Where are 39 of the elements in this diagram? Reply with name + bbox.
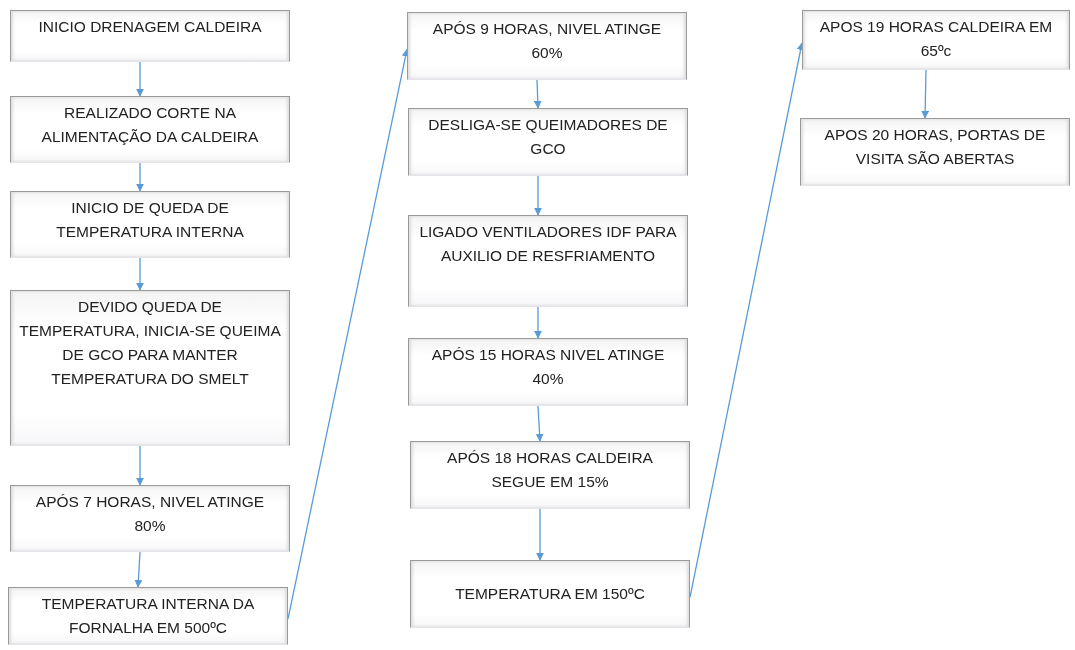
process-box (10, 290, 290, 446)
process-box (407, 12, 687, 80)
process-box (408, 215, 688, 307)
step-text: APÓS 7 HORAS, NIVEL ATINGE 80% (34, 492, 266, 536)
process-box (408, 338, 688, 406)
arrow (534, 175, 542, 216)
arrow (136, 61, 144, 97)
arrow (136, 257, 144, 291)
process-box (10, 96, 290, 163)
process-box (10, 485, 290, 552)
process-box (800, 118, 1070, 186)
process-box (408, 108, 688, 176)
step-text: INICIO DE QUEDA DE TEMPERATURA INTERNA (55, 198, 245, 242)
process-box (802, 10, 1070, 70)
step-text: APOS 19 HORAS CALDEIRA EM 65ºc (818, 17, 1054, 61)
arrow (921, 69, 930, 119)
step-text: TEMPERATURA EM 150ºC (455, 584, 645, 604)
process-box (10, 10, 290, 62)
process-box (8, 587, 288, 645)
arrow (533, 79, 542, 109)
step-text: APOS 20 HORAS, PORTAS DE VISITA SÃO ABERTAS (823, 125, 1047, 169)
arrow (536, 508, 544, 561)
arrow (136, 445, 144, 486)
step-text: APÓS 15 HORAS NIVEL ATINGE 40% (430, 345, 666, 389)
arrow (136, 162, 144, 192)
arrow (535, 405, 544, 442)
step-text: INICIO DRENAGEM CALDEIRA (38, 17, 262, 37)
step-text: TEMPERATURA INTERNA DA FORNALHA EM 500ºC (40, 594, 256, 638)
step-text: REALIZADO CORTE NA ALIMENTAÇÃO DA CALDEIRA (40, 103, 260, 147)
arrow (134, 551, 143, 588)
arrow (534, 306, 542, 339)
step-text: APÓS 9 HORAS, NIVEL ATINGE 60% (431, 19, 663, 63)
step-text: APÓS 18 HORAS CALDEIRA SEGUE EM 15% (446, 448, 654, 492)
process-box (10, 191, 290, 258)
step-text: DESLIGA-SE QUEIMADORES DE GCO (427, 115, 669, 159)
step-text: DEVIDO QUEDA DE TEMPERATURA, INICIA-SE QUEIMA DE GCO PARA MANTER TEMPERATURA DO SMELT (19, 297, 281, 389)
process-box (410, 560, 690, 628)
process-box (410, 441, 690, 509)
step-text: LIGADO VENTILADORES IDF PARA AUXILIO DE RESFRIAMENTO (418, 222, 678, 266)
